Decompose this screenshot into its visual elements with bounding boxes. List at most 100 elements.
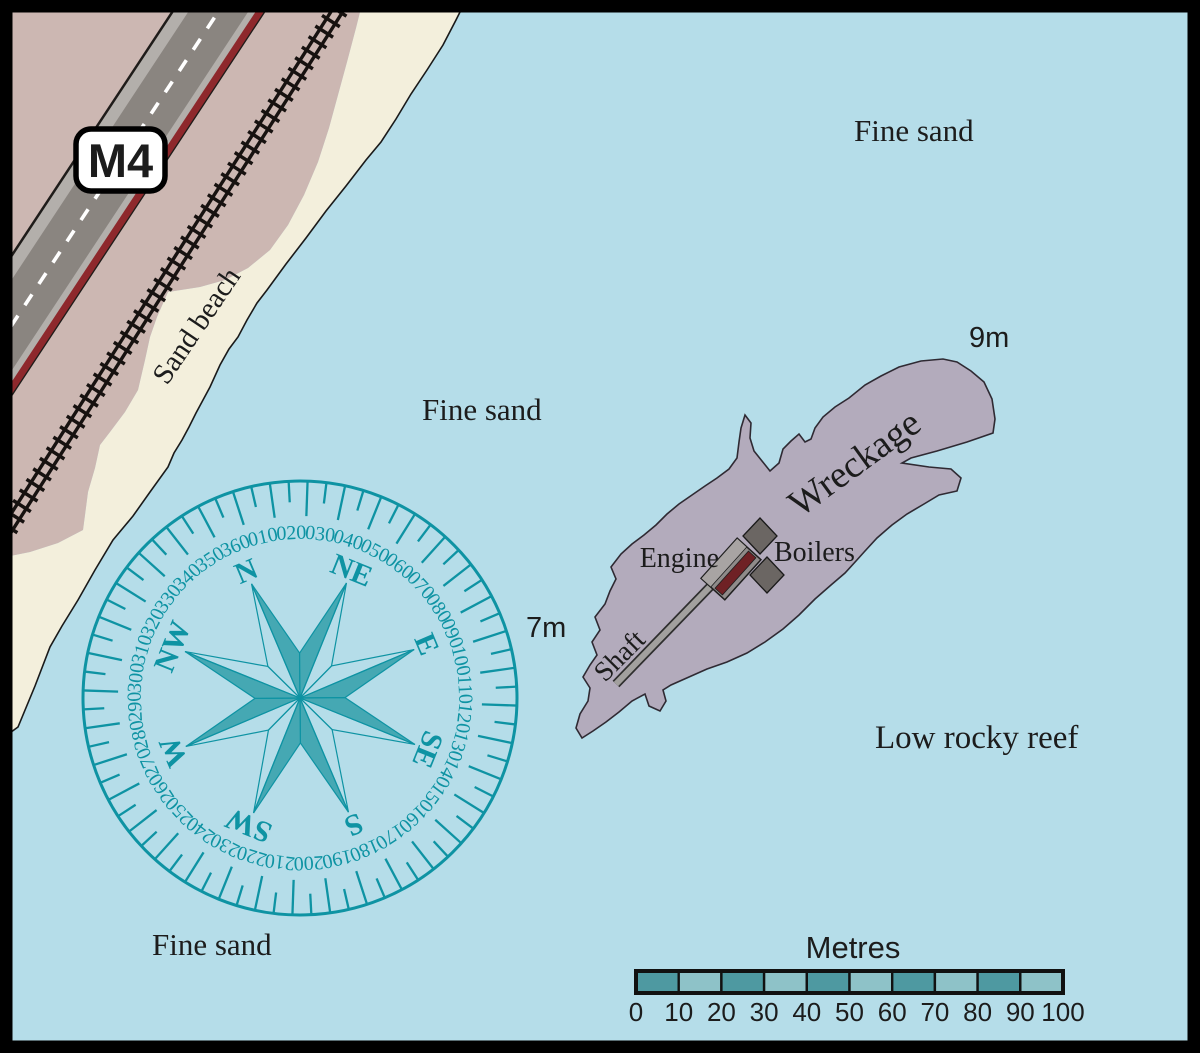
low-rocky-reef-label: Low rocky reef bbox=[875, 720, 1078, 756]
fine-sand-label-mid: Fine sand bbox=[422, 392, 542, 427]
scale-tick-label: 80 bbox=[963, 997, 992, 1027]
compass-tick bbox=[153, 832, 180, 861]
scale-segment bbox=[634, 969, 680, 995]
compass-tick bbox=[83, 707, 105, 711]
m4-badge-label: M4 bbox=[88, 134, 153, 187]
compass-tick bbox=[479, 612, 501, 623]
scale-segment bbox=[720, 969, 766, 995]
compass-tick bbox=[495, 685, 517, 689]
compass-tick bbox=[477, 734, 513, 745]
compass-tick bbox=[291, 879, 295, 915]
compass-degree-label: 030 bbox=[304, 521, 336, 546]
compass-tick bbox=[367, 496, 383, 530]
compass-tick bbox=[420, 535, 447, 564]
compass-degree-label: 210 bbox=[264, 849, 296, 874]
scale-bar-title: Metres bbox=[806, 930, 901, 965]
fine-sand-label-top: Fine sand bbox=[854, 113, 974, 148]
engine-block bbox=[699, 537, 763, 601]
compass-tick bbox=[453, 793, 485, 814]
compass-tick bbox=[115, 582, 147, 603]
compass-tick bbox=[384, 858, 403, 891]
sand-beach-area bbox=[12, 12, 460, 732]
compass-tick bbox=[165, 526, 189, 556]
scale-tick-label: 10 bbox=[664, 997, 693, 1027]
road-red-edge-line bbox=[12, 12, 264, 395]
compass-tick bbox=[487, 754, 508, 763]
boiler-diamond bbox=[749, 556, 785, 594]
compass-tick bbox=[151, 538, 168, 556]
compass-tick bbox=[87, 651, 123, 662]
compass-tick bbox=[472, 629, 507, 643]
scale-segment bbox=[848, 969, 894, 995]
scale-tick-label: 30 bbox=[750, 997, 779, 1027]
wreckage-area bbox=[575, 358, 996, 740]
compass-tick bbox=[250, 486, 258, 508]
compass-tick bbox=[92, 633, 113, 642]
compass-tick bbox=[235, 885, 244, 906]
compass-tick bbox=[356, 490, 365, 511]
compass-tick bbox=[84, 670, 106, 676]
compass-degree-label: 300 bbox=[123, 662, 148, 694]
compass-tick bbox=[200, 872, 213, 892]
compass-star-point bbox=[299, 648, 415, 699]
compass-tick bbox=[117, 803, 137, 818]
engine-stripe bbox=[714, 550, 757, 596]
compass-tick bbox=[474, 785, 494, 798]
railway-rail bbox=[12, 12, 345, 535]
compass-tick bbox=[107, 782, 140, 801]
compass-tick bbox=[490, 648, 512, 656]
compass-tick bbox=[481, 703, 517, 707]
boilers-label: Boilers bbox=[774, 537, 855, 568]
compass-tick bbox=[375, 877, 386, 899]
compass-tick bbox=[83, 689, 119, 693]
compass-tick bbox=[106, 598, 126, 611]
scale-segment bbox=[933, 969, 979, 995]
compass-tick bbox=[468, 765, 502, 781]
compass-tick bbox=[322, 482, 328, 504]
compass-star-point bbox=[299, 697, 350, 813]
compass-tick bbox=[137, 551, 166, 578]
scale-segment bbox=[891, 969, 937, 995]
railway-track bbox=[12, 12, 350, 542]
coastline bbox=[12, 12, 461, 733]
compass-degree-label: 110 bbox=[453, 674, 477, 704]
compass-tick bbox=[309, 893, 313, 915]
compass-tick bbox=[140, 830, 158, 847]
scale-tick-label: 20 bbox=[707, 997, 736, 1027]
compass-tick bbox=[460, 595, 493, 614]
boiler-diamond bbox=[742, 517, 778, 555]
scale-tick-label: 70 bbox=[920, 997, 949, 1027]
compass-tick bbox=[287, 481, 291, 503]
compass-tick bbox=[272, 892, 278, 914]
compass-tick bbox=[442, 563, 472, 587]
compass-degree-label: 290 bbox=[123, 691, 147, 722]
scale-tick-label: 0 bbox=[629, 997, 643, 1027]
compass-tick bbox=[434, 818, 463, 845]
compass-star-point bbox=[185, 697, 301, 748]
compass-degree-label: 200 bbox=[293, 851, 324, 875]
motorway-road bbox=[12, 12, 266, 397]
compass-tick bbox=[180, 515, 195, 535]
depth-9m-label: 9m bbox=[969, 322, 1009, 354]
compass-tick bbox=[432, 840, 449, 858]
compass-tick bbox=[305, 481, 309, 517]
scale-segment bbox=[805, 969, 851, 995]
compass-tick bbox=[395, 513, 416, 545]
scale-tick-label: 50 bbox=[835, 997, 864, 1027]
compass-tick bbox=[197, 505, 216, 538]
compass-tick bbox=[93, 753, 128, 767]
scale-outline bbox=[634, 969, 1065, 995]
compass-tick bbox=[411, 840, 435, 870]
compass-tick bbox=[355, 870, 369, 905]
scale-tick-label: 60 bbox=[878, 997, 907, 1027]
compass-tick bbox=[463, 578, 483, 593]
scale-segment bbox=[1019, 969, 1065, 995]
compass-tick bbox=[405, 861, 420, 881]
compass-tick bbox=[455, 815, 474, 830]
compass-tick bbox=[253, 875, 264, 911]
scale-tick-label: 40 bbox=[792, 997, 821, 1027]
